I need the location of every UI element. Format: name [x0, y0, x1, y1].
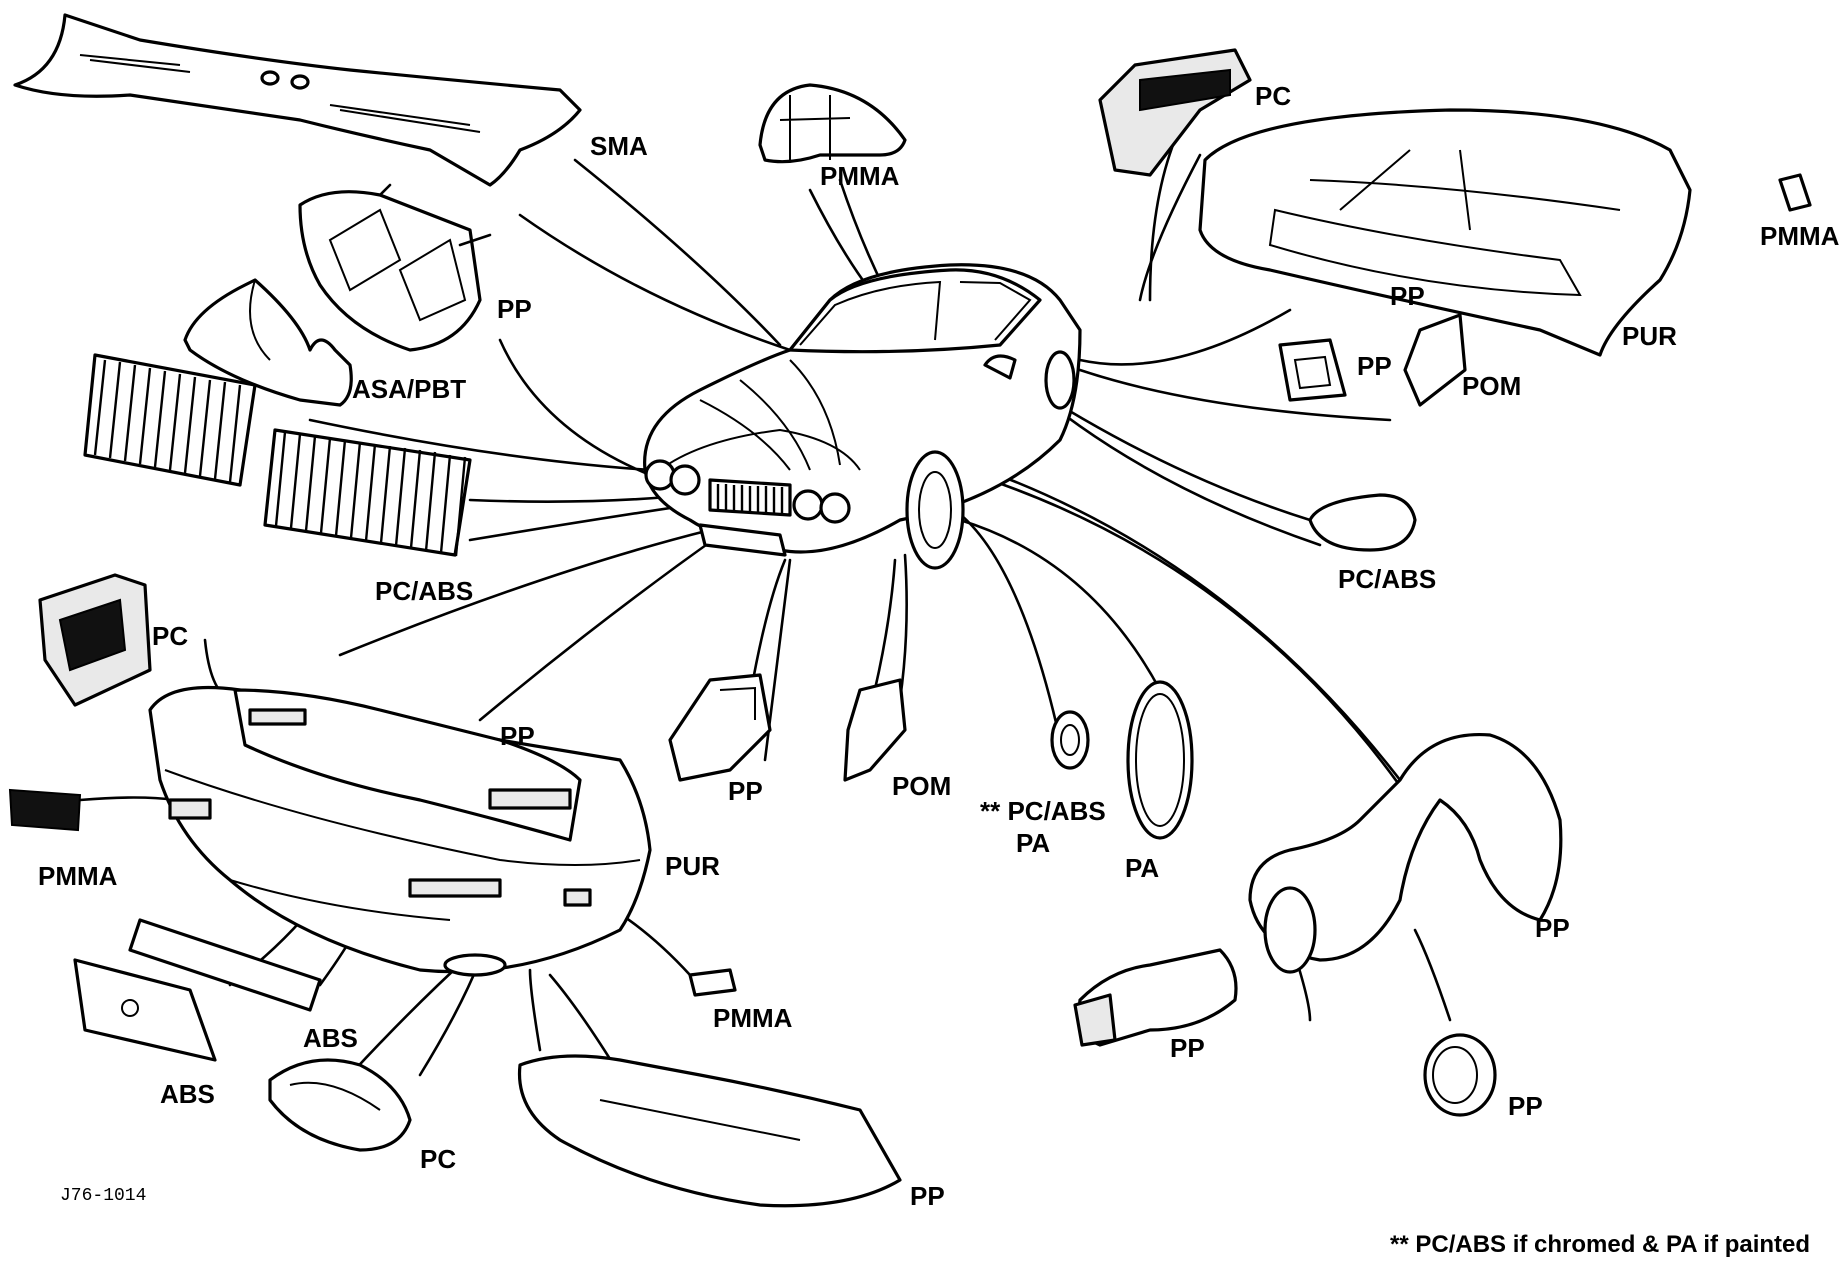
label-pur-front: PUR [665, 851, 720, 881]
interior-mirror-part [758, 83, 907, 164]
label-pp-bracket: PP [728, 776, 763, 806]
car-illustration [643, 263, 1082, 570]
label-pur-rear: PUR [1622, 321, 1677, 351]
label-pc-abs-grille: PC/ABS [375, 576, 473, 606]
clip-pp-part [1278, 338, 1347, 402]
bumper-side-pmma-part [8, 788, 82, 832]
rear-lamp-pc-part [1098, 48, 1252, 177]
wheel-cover-part [1126, 680, 1194, 840]
clip-pom-part [1403, 313, 1467, 407]
part-labels: SMA PMMA PC PMMA PP ASA/PBT PP PUR PP PO… [38, 81, 1840, 1211]
license-plate-abs-part [73, 958, 217, 1062]
label-pc-lamp: PC [420, 1144, 456, 1174]
label-pom-bracket: POM [892, 771, 951, 801]
rear-bumper-part [1198, 108, 1692, 357]
label-pc-front: PC [152, 621, 188, 651]
label-abs-plate: ABS [160, 1079, 215, 1109]
grille-left-part [83, 353, 257, 487]
footnote: ** PC/ABS if chromed & PA if painted [1390, 1231, 1810, 1258]
label-pc-abs-mirror: PC/ABS [1338, 564, 1436, 594]
label-pmma-left: PMMA [38, 861, 118, 891]
label-sma: SMA [590, 131, 648, 161]
side-reflector-pmma-part [688, 968, 737, 997]
cowl-panel-part [13, 13, 582, 187]
label-pmma-top: PMMA [820, 161, 900, 191]
bracket-asa-pbt-part [183, 278, 353, 407]
label-pp-duct: PP [1170, 1033, 1205, 1063]
label-pom-small: POM [1462, 371, 1521, 401]
wheel-arch-liner-part [1248, 732, 1563, 974]
label-abs-strip: ABS [303, 1023, 358, 1053]
label-pp-front-bumper: PP [500, 721, 535, 751]
label-pmma-right: PMMA [1760, 221, 1840, 251]
label-pa-badge: PA [1016, 828, 1050, 858]
badge-part [1050, 710, 1090, 770]
label-pc-top-right: PC [1255, 81, 1291, 111]
label-pp-wheel-arch: PP [1535, 913, 1570, 943]
rear-reflector-pmma-part [1778, 173, 1812, 212]
reference-code: J76-1014 [60, 1186, 146, 1206]
label-pp-small: PP [1357, 351, 1392, 381]
front-lamp-pc-part [38, 573, 152, 707]
label-asa-pbt: ASA/PBT [352, 374, 466, 404]
front-bracket-pom-part [843, 678, 907, 782]
grille-right-part [263, 428, 472, 557]
label-pc-abs-badge: ** PC/ABS [980, 796, 1106, 826]
undertray-pp-part [517, 1054, 902, 1208]
bumper-armature-pp-part [233, 688, 582, 842]
fog-lamp-pc-part [268, 1058, 412, 1152]
label-pp-duct-end: PP [1508, 1091, 1543, 1121]
bumper-strip-abs-part [128, 918, 322, 1012]
label-pa-wheel: PA [1125, 853, 1159, 883]
label-pmma-bottom: PMMA [713, 1003, 793, 1033]
headlamp-housing-part [298, 183, 492, 352]
door-mirror-part [1308, 493, 1417, 552]
front-bracket-pp-part [668, 673, 772, 782]
label-pp-headlamp: PP [497, 294, 532, 324]
air-duct-part [1073, 948, 1238, 1047]
duct-ring-part [1423, 1033, 1497, 1117]
label-pp-rear-bumper: PP [1390, 281, 1425, 311]
label-pp-undertray: PP [910, 1181, 945, 1211]
